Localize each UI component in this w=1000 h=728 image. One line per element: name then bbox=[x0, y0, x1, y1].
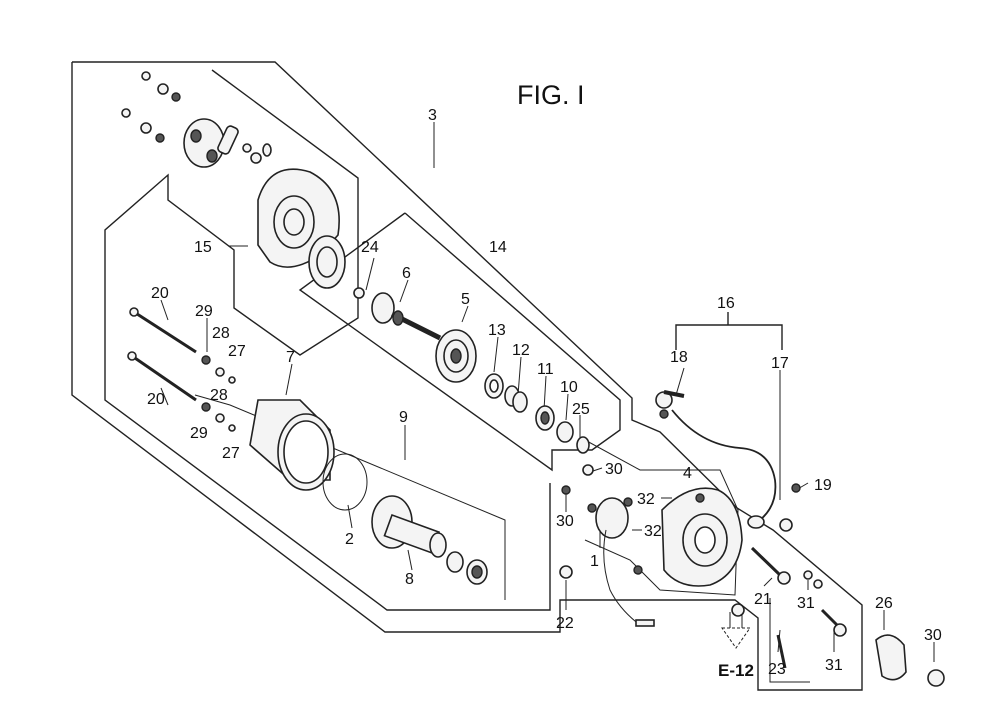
callout-18: 18 bbox=[670, 349, 688, 366]
group-outline-14 bbox=[298, 212, 621, 472]
callout-29b: 29 bbox=[190, 425, 208, 442]
cable-16 bbox=[655, 390, 801, 532]
motor-yoke bbox=[249, 399, 335, 491]
brush-holder bbox=[183, 118, 272, 168]
callout-27b: 27 bbox=[222, 445, 240, 462]
clutch-shaft bbox=[353, 287, 442, 341]
bolt-21 bbox=[750, 546, 823, 589]
reference-arrow bbox=[721, 603, 751, 649]
callout-22: 22 bbox=[556, 615, 574, 632]
sub-box-23-31 bbox=[769, 598, 810, 683]
armature bbox=[371, 495, 488, 585]
callout-3: 3 bbox=[428, 107, 437, 124]
callout-27a: 27 bbox=[228, 343, 246, 360]
callout-23: 23 bbox=[768, 661, 786, 678]
front-housing bbox=[661, 487, 743, 587]
callout-14: 14 bbox=[489, 239, 507, 256]
fasteners-upper-left bbox=[121, 71, 181, 143]
o-ring bbox=[322, 453, 368, 511]
callout-6: 6 bbox=[402, 265, 411, 282]
callout-25: 25 bbox=[572, 401, 590, 418]
drive-gear bbox=[435, 329, 477, 383]
callout-32a: 32 bbox=[637, 491, 655, 508]
callout-19: 19 bbox=[814, 477, 832, 494]
callout-29a: 29 bbox=[195, 303, 213, 320]
callout-15: 15 bbox=[194, 239, 212, 256]
leader-lines bbox=[160, 122, 935, 662]
callout-labels: 1 2 3 4 5 6 7 8 9 10 11 12 13 14 15 16 1… bbox=[147, 107, 942, 678]
solenoid bbox=[559, 464, 655, 627]
figure-title: FIG. I bbox=[517, 80, 585, 110]
group-outline-9 bbox=[194, 394, 506, 600]
callout-12: 12 bbox=[512, 342, 530, 359]
callout-30a: 30 bbox=[605, 461, 623, 478]
assembly-outline-3 bbox=[71, 61, 863, 691]
callout-8: 8 bbox=[405, 571, 414, 588]
callout-4: 4 bbox=[683, 465, 692, 482]
long-bolts bbox=[127, 307, 236, 432]
callout-21: 21 bbox=[754, 591, 772, 608]
callout-16: 16 bbox=[717, 295, 735, 312]
callout-30c: 30 bbox=[924, 627, 942, 644]
callout-32b: 32 bbox=[644, 523, 662, 540]
callout-31a: 31 bbox=[797, 595, 815, 612]
callout-5: 5 bbox=[461, 291, 470, 308]
callout-28b: 28 bbox=[210, 387, 228, 404]
callout-1: 1 bbox=[590, 553, 599, 570]
callout-20b: 20 bbox=[147, 391, 165, 408]
callout-31b: 31 bbox=[825, 657, 843, 674]
callout-24: 24 bbox=[361, 239, 379, 256]
cover-26 bbox=[875, 634, 945, 687]
reference-label: E-12 bbox=[718, 661, 754, 680]
callout-9: 9 bbox=[399, 409, 408, 426]
callout-13: 13 bbox=[488, 322, 506, 339]
bracket-16-17 bbox=[675, 324, 783, 350]
callout-30b: 30 bbox=[556, 513, 574, 530]
rear-cover bbox=[257, 168, 346, 289]
callout-20a: 20 bbox=[151, 285, 169, 302]
callout-11: 11 bbox=[537, 361, 554, 378]
bolts-23-31 bbox=[776, 608, 847, 669]
callout-26: 26 bbox=[875, 595, 893, 612]
callout-10: 10 bbox=[560, 379, 578, 396]
callout-2: 2 bbox=[345, 531, 354, 548]
group-outline-15 bbox=[104, 69, 551, 611]
callout-7: 7 bbox=[286, 349, 295, 366]
washer-stack bbox=[484, 373, 590, 454]
callout-28a: 28 bbox=[212, 325, 230, 342]
callout-17: 17 bbox=[771, 355, 789, 372]
